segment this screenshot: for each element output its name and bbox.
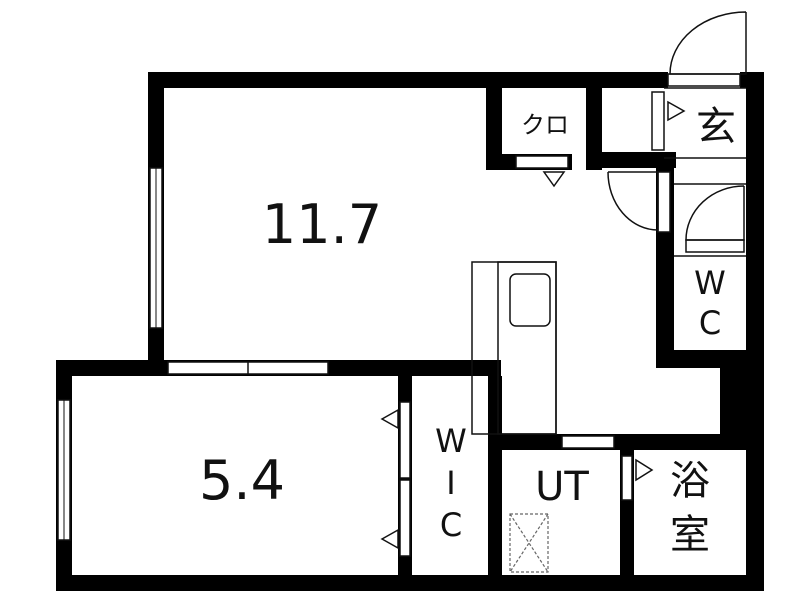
- room-size-bedroom: 5.4: [199, 449, 285, 512]
- arrow-wic-lower: [380, 528, 399, 550]
- kitchen-sink: [509, 273, 551, 327]
- door-bath-side: [621, 455, 633, 501]
- door-swing-entrance: [669, 11, 747, 75]
- bath-label-line1: 浴: [670, 458, 710, 504]
- arrow-bath: [635, 458, 654, 482]
- wall-closet-left: [486, 88, 502, 170]
- toilet-label-w: W: [694, 264, 726, 302]
- kitchen-inner: [497, 261, 557, 435]
- toilet-label-c: C: [699, 304, 721, 342]
- door-closet-bottom: [515, 155, 569, 169]
- wic-label-w: W: [435, 422, 467, 460]
- windows: [57, 73, 745, 557]
- door-entrance-top: [667, 73, 741, 87]
- door-corridor-side: [657, 171, 671, 233]
- door-ut-top: [561, 435, 615, 449]
- washer-mark: [509, 513, 549, 573]
- room-size-main: 11.7: [262, 193, 382, 256]
- bath-label-line2: 室: [670, 512, 710, 558]
- utility-label: UT: [535, 464, 589, 510]
- wall-entrance-bottom: [602, 152, 676, 168]
- wic-label-c: C: [440, 506, 462, 544]
- arrow-closet: [542, 171, 566, 188]
- wic-label-i: I: [446, 464, 455, 502]
- wall-right-lower-block: [720, 350, 764, 450]
- door-arrows: [380, 100, 686, 550]
- wall-wic-ut: [488, 376, 502, 576]
- door-swings: [607, 11, 747, 241]
- door-toilet-top: [685, 239, 745, 253]
- door-entrance-side: [651, 91, 665, 151]
- wall-closet-right: [586, 88, 602, 170]
- arrow-wic-upper: [380, 408, 399, 430]
- closet-label: クロ: [521, 111, 569, 139]
- entrance-label: 玄: [696, 104, 736, 150]
- kitchen: [471, 261, 557, 435]
- wall-above-ut: [488, 434, 746, 450]
- wall-right: [746, 72, 764, 587]
- door-swing-corridor: [607, 171, 659, 231]
- kitchen-counter: [471, 261, 557, 435]
- thin-lines: [664, 87, 746, 257]
- wall-bottom: [56, 575, 764, 591]
- door-wic-upper: [399, 401, 411, 479]
- door-wic-lower: [399, 479, 411, 557]
- door-swing-toilet: [685, 185, 745, 241]
- wall-top: [148, 72, 668, 88]
- arrow-entrance: [667, 100, 686, 122]
